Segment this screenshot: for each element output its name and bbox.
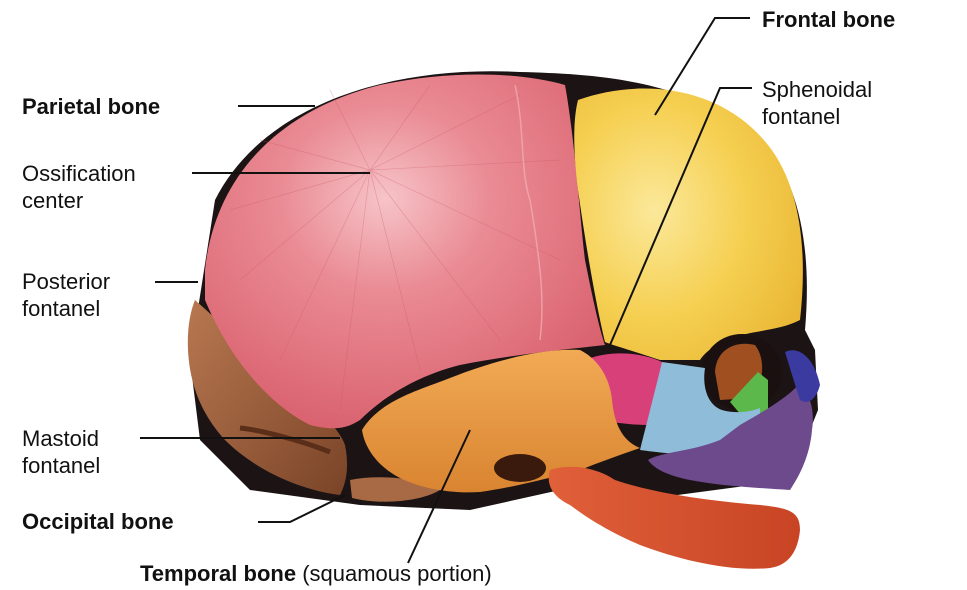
- label-ossification-line2: center: [22, 187, 136, 214]
- ear-canal: [494, 454, 546, 482]
- label-temporal-main: Temporal bone: [140, 561, 296, 586]
- label-posterior-line2: fontanel: [22, 295, 110, 322]
- label-temporal-note: (squamous portion): [302, 561, 492, 586]
- label-posterior-line1: Posterior: [22, 268, 110, 295]
- label-ossification-line1: Ossification: [22, 160, 136, 187]
- label-mastoid-fontanel: Mastoid fontanel: [22, 425, 100, 479]
- label-temporal-bone: Temporal bone (squamous portion): [140, 560, 492, 587]
- label-posterior-fontanel: Posterior fontanel: [22, 268, 110, 322]
- label-frontal-bone: Frontal bone: [762, 6, 895, 33]
- label-mastoid-line2: fontanel: [22, 452, 100, 479]
- label-occipital-bone: Occipital bone: [22, 508, 174, 535]
- label-parietal-bone: Parietal bone: [22, 93, 160, 120]
- label-mastoid-line1: Mastoid: [22, 425, 100, 452]
- label-ossification-center: Ossification center: [22, 160, 136, 214]
- label-sphenoidal-line2: fontanel: [762, 103, 872, 130]
- label-sphenoidal-fontanel: Sphenoidal fontanel: [762, 76, 872, 130]
- label-sphenoidal-line1: Sphenoidal: [762, 76, 872, 103]
